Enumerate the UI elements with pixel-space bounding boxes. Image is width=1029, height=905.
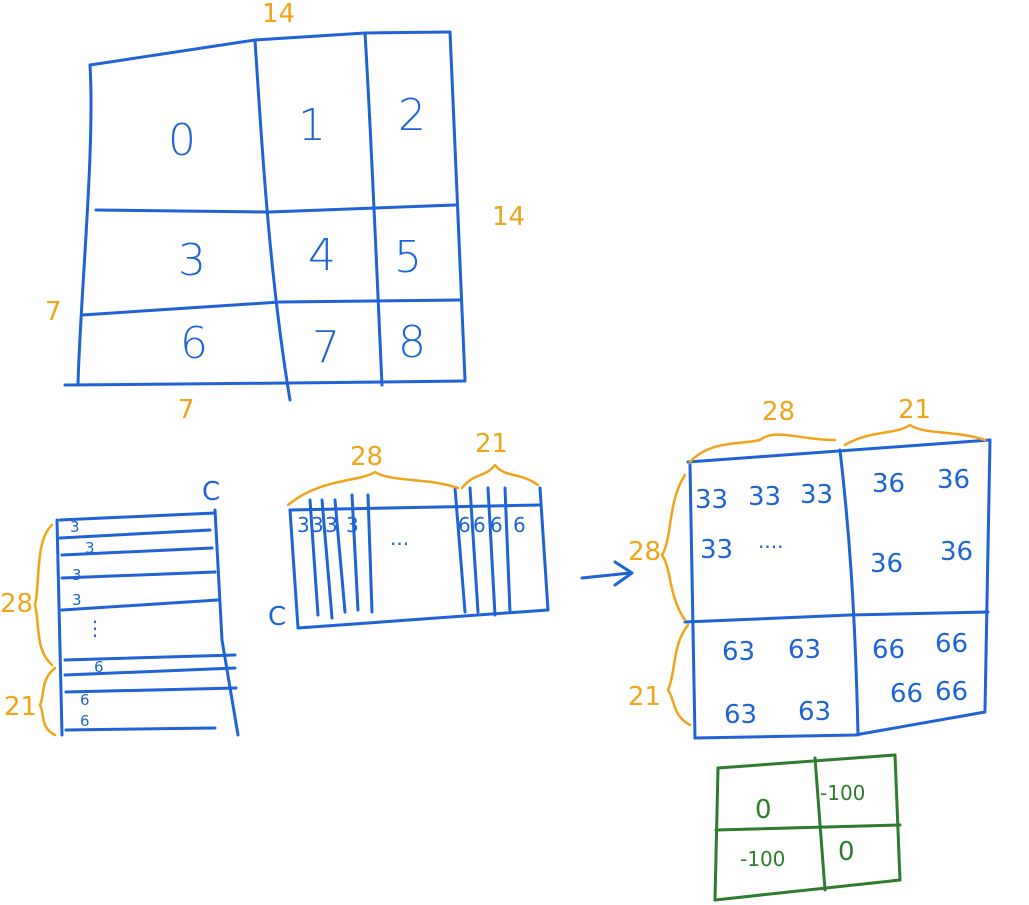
- grid-3x3: 0 1 2 3 4 5 6 7 8 14 14 7 7: [45, 0, 525, 425]
- result-row-label-1: 28: [628, 537, 661, 567]
- grid-cell-8: 8: [398, 317, 426, 368]
- result-brace-left-top: [660, 473, 687, 622]
- result-tr-2: 36: [937, 465, 970, 495]
- result-col-label-1: 28: [762, 397, 795, 427]
- strip-cell-6: 6: [473, 513, 486, 537]
- stack-tick-1: 3: [70, 518, 80, 536]
- stack-ellipsis: ⋮: [85, 616, 105, 640]
- stack-tick-2: 3: [85, 539, 95, 557]
- result-bl-1: 63: [722, 637, 755, 667]
- strip-label-c: C: [268, 602, 286, 632]
- column-stack: 3 3 3 3 ⋮ 6 6 6 C 28 21: [0, 477, 240, 737]
- result-tr-3: 36: [870, 549, 903, 579]
- stack-label-c: C: [202, 477, 220, 507]
- strip-cell-1: 3: [297, 513, 310, 537]
- stack-brace-label-top: 28: [0, 589, 33, 619]
- result-br-1: 66: [872, 635, 905, 665]
- strip-cell-3: 3: [325, 513, 338, 537]
- stack-tick-6: 6: [80, 691, 90, 709]
- stack-tick-7: 6: [80, 712, 90, 730]
- result-bl-4: 63: [798, 697, 831, 727]
- arrow-icon: [580, 560, 634, 587]
- result-tr-1: 36: [872, 469, 905, 499]
- result-brace-top-right: [843, 423, 987, 447]
- row-strip: 3 3 3 3 ... 6 6 6 6 C 28 21: [268, 429, 550, 632]
- stack-tick-5: 6: [94, 658, 104, 676]
- result-row-label-2: 21: [628, 682, 661, 712]
- strip-cell-4: 3: [346, 513, 359, 537]
- result-br-4: 66: [935, 677, 968, 707]
- stack-tick-4: 3: [72, 591, 82, 609]
- result-bl-3: 63: [724, 700, 757, 730]
- strip-brace-label-left: 28: [350, 442, 383, 472]
- result-tl-2: 33: [748, 482, 781, 512]
- grid-label-right: 14: [492, 202, 525, 232]
- grid-label-top: 14: [262, 0, 295, 29]
- strip-cell-8: 6: [513, 513, 526, 537]
- mask-matrix: 0 -100 -100 0: [713, 753, 902, 902]
- mask-cell-2: -100: [820, 781, 865, 805]
- mask-cell-3: -100: [740, 847, 785, 871]
- grid-cell-5: 5: [394, 232, 422, 283]
- stack-brace-label-bottom: 21: [4, 692, 37, 722]
- result-brace-top-left: [688, 433, 837, 464]
- stack-tick-3: 3: [72, 566, 82, 584]
- stack-brace-bottom: [38, 666, 57, 737]
- grid-cell-2: 2: [398, 90, 426, 141]
- mask-cell-1: 0: [755, 795, 772, 825]
- grid-label-left: 7: [45, 297, 62, 327]
- strip-cell-2: 3: [311, 513, 324, 537]
- strip-ellipsis: ...: [390, 526, 409, 550]
- result-br-2: 66: [935, 629, 968, 659]
- strip-brace-label-right: 21: [475, 429, 508, 459]
- grid-cell-0: 0: [168, 115, 196, 166]
- result-br-3: 66: [890, 679, 923, 709]
- grid-cell-3: 3: [178, 235, 206, 286]
- grid-cell-7: 7: [312, 322, 340, 373]
- strip-brace-right: [460, 463, 540, 490]
- result-tl-ellipsis: ....: [758, 529, 783, 553]
- grid-cell-6: 6: [180, 318, 208, 369]
- grid-cell-4: 4: [308, 230, 336, 281]
- stack-brace-top: [33, 523, 54, 667]
- grid-label-bottom: 7: [178, 395, 195, 425]
- result-brace-left-bottom: [666, 623, 692, 727]
- result-matrix: 33 33 33 33 .... 36 36 36 36 63 63 63 63…: [628, 395, 992, 740]
- result-col-label-2: 21: [898, 395, 931, 425]
- result-tl-4: 33: [700, 535, 733, 565]
- strip-brace-left: [286, 470, 460, 507]
- mask-cell-4: 0: [838, 837, 855, 867]
- result-tl-1: 33: [695, 485, 728, 515]
- grid-cell-1: 1: [298, 100, 326, 151]
- strip-cell-5: 6: [458, 513, 471, 537]
- result-tr-4: 36: [940, 537, 973, 567]
- strip-cell-7: 6: [490, 513, 503, 537]
- result-tl-3: 33: [800, 480, 833, 510]
- result-bl-2: 63: [788, 635, 821, 665]
